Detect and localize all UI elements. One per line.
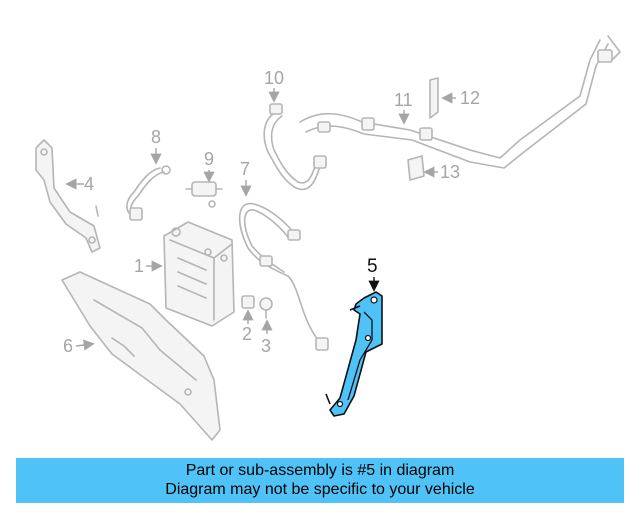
part-1-cooler [163, 221, 235, 327]
part-11-tube [299, 35, 621, 169]
callout-2: 2 [242, 309, 254, 344]
callout-8: 8 [150, 127, 162, 165]
callout-10-label: 10 [264, 68, 284, 88]
callout-8-label: 8 [151, 127, 161, 147]
callout-7: 7 [240, 159, 252, 197]
callout-9-label: 9 [204, 149, 214, 169]
parts-diagram: 4 8 9 1 [35, 35, 621, 441]
callout-7-label: 7 [240, 159, 250, 179]
part-4-bracket [35, 139, 101, 253]
part-8-line [126, 165, 171, 221]
part-13-clip [407, 155, 425, 181]
callout-11: 11 [394, 90, 413, 125]
callout-5: 5 [367, 256, 380, 292]
info-banner: Part or sub-assembly is #5 in diagram Di… [16, 458, 624, 503]
part-7-line [238, 202, 329, 351]
callout-2-label: 2 [242, 324, 252, 344]
part-5-bracket-highlighted [325, 291, 383, 417]
banner-line-2: Diagram may not be specific to your vehi… [165, 481, 475, 498]
part-3-bolt [259, 297, 273, 319]
callout-9: 9 [203, 149, 215, 183]
callout-10: 10 [264, 68, 284, 103]
banner-line-1: Part or sub-assembly is #5 in diagram [185, 462, 455, 479]
part-5-body [329, 291, 383, 417]
callout-4: 4 [65, 174, 94, 194]
part-2-nut [241, 295, 255, 309]
part-10-line [263, 103, 327, 191]
callout-1-label: 1 [134, 256, 144, 276]
callout-3: 3 [261, 319, 273, 356]
callout-5-label: 5 [367, 256, 378, 277]
callout-1: 1 [134, 256, 163, 276]
callout-6-label: 6 [63, 336, 73, 356]
callout-3-label: 3 [261, 336, 271, 356]
callout-13-label: 13 [440, 162, 460, 182]
callout-11-label: 11 [394, 90, 413, 110]
callout-6: 6 [63, 336, 95, 356]
callout-12: 12 [441, 88, 480, 108]
callout-12-label: 12 [460, 88, 480, 108]
callout-13: 13 [423, 162, 460, 182]
part-9-fitting [185, 181, 223, 208]
callout-4-label: 4 [84, 174, 94, 194]
part-6-shield [61, 271, 221, 441]
part-12-clip [429, 77, 439, 119]
